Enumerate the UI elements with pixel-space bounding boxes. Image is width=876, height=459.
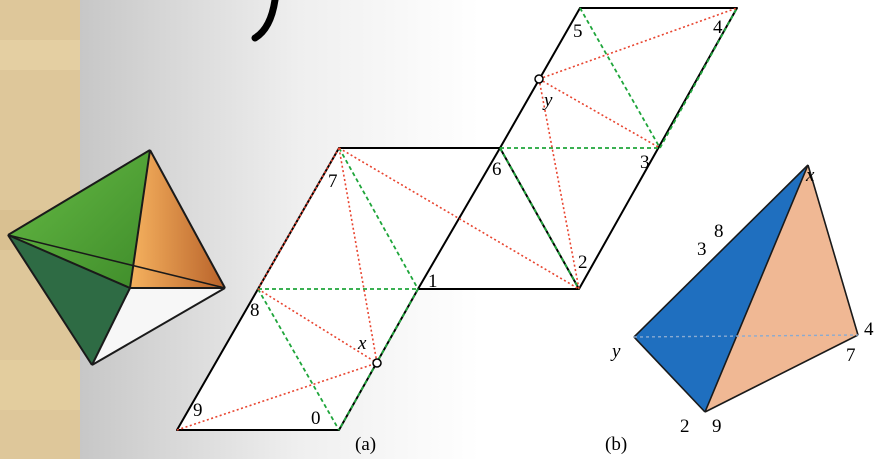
tet-label-2: 2 bbox=[680, 416, 690, 437]
net-label-x: x bbox=[357, 333, 367, 354]
fold-line-8 bbox=[499, 147, 580, 290]
octa-edge-4 bbox=[7, 234, 93, 366]
point-x-marker bbox=[372, 358, 382, 368]
tet-label-3: 3 bbox=[697, 239, 707, 260]
octa-edge-1 bbox=[7, 149, 151, 236]
caption-a: (a) bbox=[355, 434, 376, 455]
net-label-7: 7 bbox=[328, 171, 338, 192]
tet-label-9: 9 bbox=[712, 416, 722, 437]
tet-hidden-edge bbox=[633, 334, 859, 338]
point-y-marker bbox=[534, 74, 544, 84]
tet-edge-3 bbox=[704, 334, 859, 413]
fold-line-4 bbox=[338, 147, 419, 290]
net-label-6: 6 bbox=[492, 159, 502, 180]
parchment-texture-1 bbox=[0, 40, 80, 70]
octa-edge-2 bbox=[149, 149, 226, 289]
net-label-8: 8 bbox=[250, 300, 260, 321]
caption-b: (b) bbox=[605, 434, 627, 455]
net-label-3: 3 bbox=[640, 152, 650, 173]
tet-face-peach bbox=[705, 165, 858, 412]
octa-edge-9 bbox=[7, 234, 226, 289]
net-label-5: 5 bbox=[573, 21, 583, 42]
tet-label-x: x bbox=[805, 165, 815, 186]
octa-edge-8 bbox=[91, 287, 131, 366]
octa-face-dark-left bbox=[8, 235, 130, 365]
fold-line-2 bbox=[257, 288, 340, 431]
tet-label-7: 7 bbox=[846, 345, 856, 366]
tetrahedron-illustration: x y 3 8 4 7 2 9 bbox=[610, 164, 874, 437]
fold-line-6 bbox=[579, 7, 661, 149]
octa-face-orange bbox=[130, 150, 225, 288]
decorative-curve bbox=[251, 0, 279, 42]
tet-edge-5 bbox=[704, 164, 809, 413]
net-label-9: 9 bbox=[193, 400, 203, 421]
tet-label-8: 8 bbox=[714, 221, 724, 242]
tet-edge-4 bbox=[633, 336, 706, 413]
cut-line-1 bbox=[176, 362, 378, 431]
octa-edge-6 bbox=[7, 234, 131, 289]
cut-line-4 bbox=[257, 147, 340, 290]
cut-line-5 bbox=[338, 147, 580, 290]
net-edge-1-6 bbox=[417, 147, 501, 290]
parchment-texture-3 bbox=[0, 360, 80, 410]
tet-label-4: 4 bbox=[864, 319, 874, 340]
fold-line-7 bbox=[659, 7, 738, 149]
tet-edge-2 bbox=[807, 164, 859, 336]
net-label-4: 4 bbox=[713, 17, 723, 38]
tet-face-blue bbox=[634, 165, 808, 412]
cut-line-3 bbox=[338, 147, 378, 364]
cut-line-8 bbox=[538, 78, 661, 149]
octahedron-illustration bbox=[7, 149, 226, 366]
tet-label-y: y bbox=[610, 341, 621, 362]
tet-edge-1 bbox=[633, 164, 809, 338]
net-label-2: 2 bbox=[578, 252, 588, 273]
cut-line-7 bbox=[538, 7, 738, 80]
net-label-1: 1 bbox=[428, 271, 438, 292]
cut-line-2 bbox=[257, 288, 378, 364]
octahedron-net: 0 1 2 3 4 5 6 7 8 9 x y bbox=[176, 7, 738, 431]
octa-edge-5 bbox=[91, 287, 226, 366]
octa-face-green-top bbox=[8, 150, 150, 288]
net-label-0: 0 bbox=[311, 408, 321, 429]
net-label-y: y bbox=[542, 90, 553, 111]
